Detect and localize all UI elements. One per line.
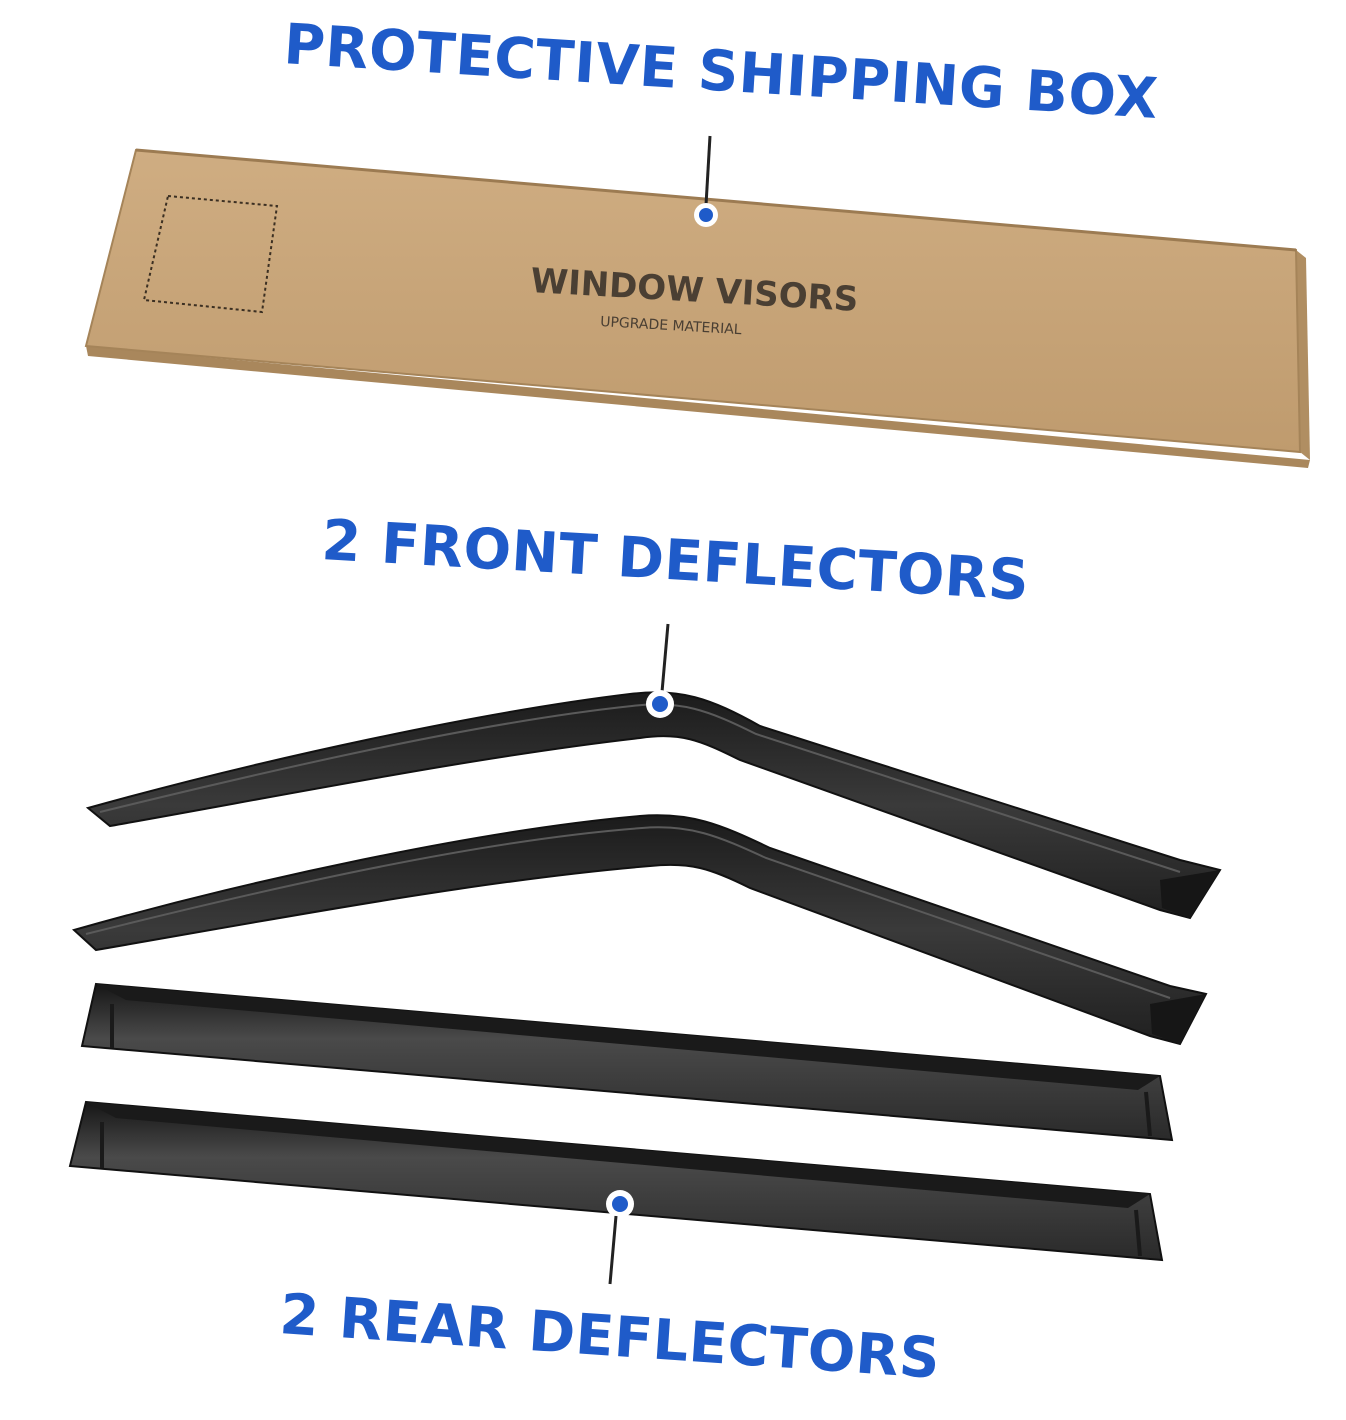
rear-deflector-lower <box>68 1100 1164 1262</box>
front-deflector-upper <box>85 691 1222 920</box>
front-deflector-lower <box>71 814 1208 1046</box>
shipping-box: WINDOW VISORS UPGRADE MATERIAL <box>84 148 1310 468</box>
front-leader <box>646 623 674 718</box>
box-leader <box>694 135 718 227</box>
rear-leader <box>606 1190 634 1285</box>
rear-deflector-upper <box>80 982 1174 1142</box>
